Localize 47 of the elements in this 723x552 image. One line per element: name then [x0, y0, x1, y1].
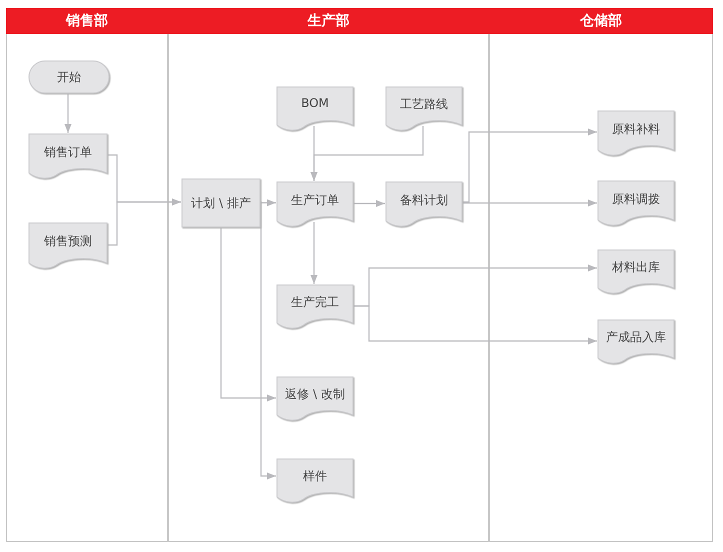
arrow [258, 201, 276, 480]
document-shape [277, 87, 353, 131]
arrow [352, 200, 385, 207]
document-shape [277, 377, 353, 421]
document-shape [386, 182, 462, 227]
arrow [64, 92, 72, 133]
arrow [352, 305, 597, 344]
document-shape [277, 459, 353, 503]
lane-header: 仓储部 [489, 8, 713, 34]
arrow [220, 226, 276, 402]
node-label: 样件 [303, 468, 327, 485]
swimlane [168, 8, 489, 542]
node-label: 销售预测 [44, 233, 92, 250]
swimlane [489, 8, 713, 542]
arrow [310, 126, 424, 181]
lane-header: 销售部 [6, 8, 168, 34]
node-label: 原料调拨 [612, 190, 660, 208]
document-shape [598, 181, 674, 226]
node-label: 备料计划 [400, 192, 448, 208]
node-label: 工艺路线 [400, 96, 448, 113]
node-label: 计划 \ 排产 [191, 194, 251, 212]
start-terminal [29, 61, 109, 93]
document-shape [29, 223, 107, 269]
node-label: 生产完工 [291, 294, 339, 311]
node-label: 材料出库 [612, 259, 660, 276]
document-shape [386, 87, 462, 131]
node-label: 原料补料 [612, 120, 660, 138]
node-label: 开始 [57, 68, 81, 86]
document-shape [29, 134, 107, 179]
arrow [106, 198, 181, 246]
arrow [461, 128, 597, 203]
node-label: 产成品入库 [606, 329, 666, 346]
arrow [310, 222, 318, 284]
arrow [461, 200, 597, 206]
document-shape [277, 285, 353, 329]
lane-header: 生产部 [168, 8, 489, 34]
node-label: 销售订单 [44, 144, 92, 160]
node-label: 生产订单 [291, 192, 339, 208]
node-label: 返修 \ 改制 [285, 386, 345, 403]
arrow [259, 199, 276, 206]
swimlane [6, 8, 168, 542]
document-shape [277, 182, 353, 227]
document-shape [598, 250, 674, 294]
document-shape [598, 111, 674, 156]
document-shape [598, 320, 674, 364]
node-label: BOM [301, 96, 329, 110]
process-box [182, 179, 260, 227]
